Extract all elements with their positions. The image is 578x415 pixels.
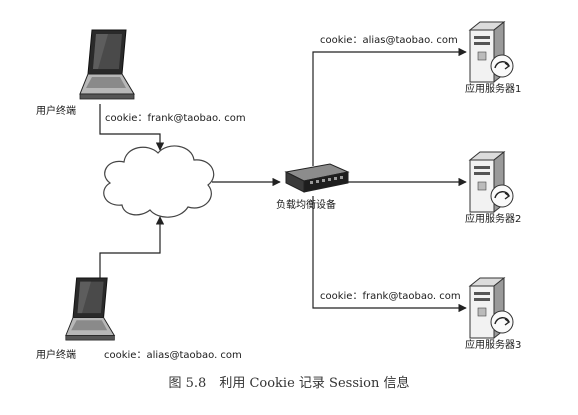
- server-icon: [468, 20, 514, 84]
- edge-client-bottom-to-cloud: [99, 216, 165, 290]
- edge-loadbalancer-to-server3: [312, 196, 467, 313]
- server-icon: [468, 150, 514, 214]
- load-balancer-icon: [284, 163, 350, 193]
- server3-label: 应用服务器3: [465, 340, 522, 351]
- server1-label: 应用服务器1: [465, 84, 522, 95]
- edge-client-top-to-cloud: [99, 104, 165, 151]
- client-top-cookie-label: cookie：frank@taobao. com: [105, 113, 246, 124]
- server1-cookie-label: cookie：alias@taobao. com: [320, 35, 458, 46]
- figure-caption: 图 5.8 利用 Cookie 记录 Session 信息: [168, 376, 410, 391]
- client-bottom-label: 用户终端: [36, 350, 76, 361]
- server2-label: 应用服务器2: [465, 214, 522, 225]
- client-bottom-cookie-label: cookie：alias@taobao. com: [104, 350, 242, 361]
- edge-loadbalancer-to-server1: [312, 47, 467, 166]
- client-top-label: 用户终端: [36, 106, 76, 117]
- server3-cookie-label: cookie：frank@taobao. com: [320, 291, 461, 302]
- load-balancer-label: 负载均衡设备: [276, 200, 336, 211]
- connectors: [99, 47, 467, 313]
- server-icon: [468, 276, 514, 340]
- laptop-icon: [65, 277, 116, 341]
- cloud-icon: [103, 145, 215, 218]
- laptop-icon: [79, 29, 135, 100]
